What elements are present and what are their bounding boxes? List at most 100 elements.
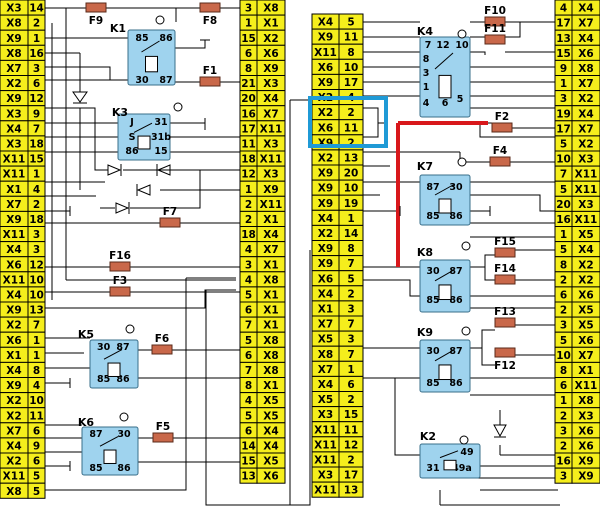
relay-pin: 86 bbox=[116, 374, 130, 385]
connector-label: 3 bbox=[560, 471, 567, 483]
connector-label: X1 bbox=[318, 304, 333, 316]
connector-label: 16 bbox=[556, 214, 571, 226]
relay-pin: 31 bbox=[154, 117, 167, 128]
connector-label: X7 bbox=[263, 108, 278, 120]
connector-label: X5 bbox=[318, 334, 333, 346]
connector-label: 12 bbox=[29, 259, 44, 271]
connector-label: X6 bbox=[318, 62, 333, 74]
connector-label: 9 bbox=[33, 441, 40, 453]
fuse-label: F15 bbox=[494, 236, 516, 248]
connector-label: 6 bbox=[33, 456, 40, 468]
fuse-body bbox=[494, 247, 516, 258]
connector-cell bbox=[571, 467, 600, 484]
connector-label: X4 bbox=[6, 244, 21, 256]
fuse-body bbox=[484, 34, 506, 45]
fuse-body bbox=[199, 2, 221, 13]
connector-label: 2 bbox=[33, 199, 40, 211]
fuse-body bbox=[109, 286, 131, 297]
fuse-label: F3 bbox=[113, 275, 127, 287]
fuse-f9: F9 bbox=[85, 2, 107, 27]
connector-label: X3 bbox=[263, 78, 278, 90]
connector-label: 8 bbox=[560, 365, 567, 377]
connector-label: 10 bbox=[344, 183, 359, 195]
diode-5 bbox=[115, 202, 130, 214]
horn-icon bbox=[173, 102, 183, 112]
connector-label: 8 bbox=[245, 380, 252, 392]
relay-contact bbox=[141, 40, 160, 53]
connector-cell bbox=[27, 482, 46, 499]
connector-label: 18 bbox=[29, 214, 44, 226]
fuse-body bbox=[494, 347, 516, 358]
connector-label: 2 bbox=[347, 394, 354, 406]
connector-label: X4 bbox=[6, 123, 21, 135]
relay-contact bbox=[434, 349, 454, 362]
connector-label: X9 bbox=[6, 33, 21, 45]
connector-label: 2 bbox=[347, 288, 354, 300]
diode-4 bbox=[136, 184, 151, 196]
connector-label: X6 bbox=[6, 259, 21, 271]
connector-label: 1 bbox=[245, 184, 252, 196]
connector-label: X5 bbox=[263, 456, 278, 468]
diode-1 bbox=[72, 91, 88, 104]
relay-name: K5 bbox=[78, 328, 94, 341]
fuse-body bbox=[484, 16, 506, 27]
connector-label: 17 bbox=[556, 18, 571, 30]
connector-label: X2 bbox=[578, 274, 593, 286]
connector-label: X1 bbox=[263, 380, 278, 392]
connector-label: 18 bbox=[241, 229, 256, 241]
connector-label: 2 bbox=[347, 137, 354, 149]
connector-label: 5 bbox=[33, 486, 40, 498]
warning-icon bbox=[459, 435, 469, 445]
fuse-body bbox=[494, 317, 516, 328]
connector-label: X1 bbox=[263, 214, 278, 226]
connector-label: 18 bbox=[241, 154, 256, 166]
connector-label: X4 bbox=[6, 290, 21, 302]
fuse-label: F16 bbox=[109, 250, 131, 262]
connector-label: X7 bbox=[318, 319, 333, 331]
connector-label: 16 bbox=[241, 108, 256, 120]
fuse-f11: F11 bbox=[484, 23, 506, 45]
relay-pin: 10 bbox=[455, 40, 469, 51]
relay-pin: 8 bbox=[423, 54, 430, 65]
connector-label: 7 bbox=[347, 319, 354, 331]
relay-pin: 31 bbox=[426, 463, 439, 474]
relay-pin: 7 bbox=[425, 40, 432, 51]
connector-label: 14 bbox=[344, 228, 359, 240]
connector-label: 3 bbox=[33, 244, 40, 256]
relay-pin: 85 bbox=[426, 211, 439, 222]
connector-label: X4 bbox=[318, 288, 333, 300]
connector-label: X9 bbox=[318, 198, 333, 210]
connector-label: X11 bbox=[314, 439, 337, 451]
connector-label: X11 bbox=[3, 154, 26, 166]
connector-label: X8 bbox=[6, 18, 21, 30]
lamp-icon bbox=[461, 326, 471, 336]
relay-pin: 12 bbox=[436, 40, 449, 51]
